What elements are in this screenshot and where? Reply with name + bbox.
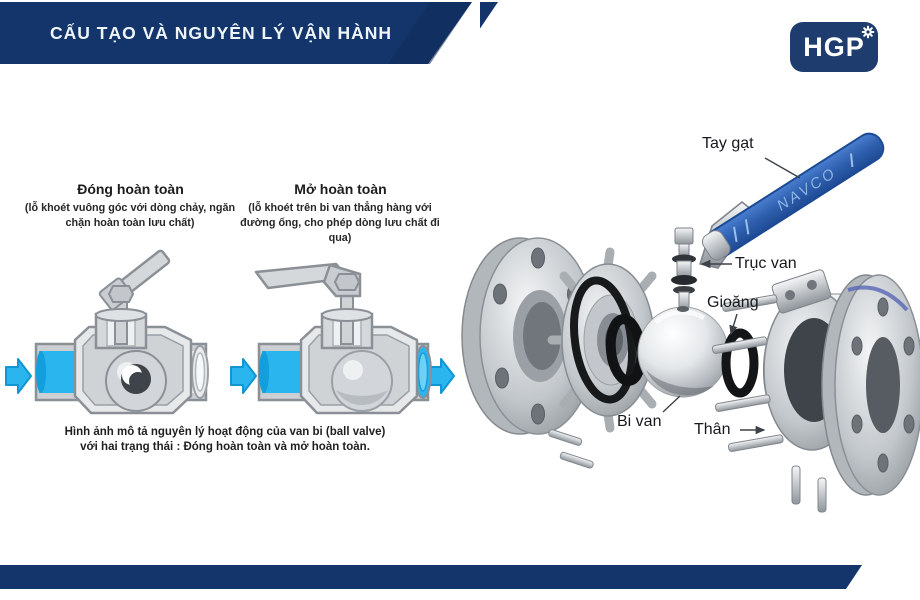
flange-blue-accent — [847, 285, 909, 312]
leader-lines — [662, 157, 801, 435]
label-stem: Trục van — [735, 255, 797, 272]
logo-text: HGP — [803, 31, 865, 62]
exploded-valve-illustration: NAVCO — [461, 132, 920, 513]
right-seat-ring — [721, 328, 759, 398]
diagram-caption: Hình ảnh mô tả nguyên lý hoạt động của v… — [48, 425, 402, 455]
valve-handle-open — [254, 262, 362, 298]
valve-open-diagram — [230, 262, 455, 415]
label-gasket: Gioăng — [707, 294, 759, 311]
left-flange — [461, 237, 597, 435]
footer-bar — [0, 565, 862, 589]
bonnet — [320, 287, 374, 350]
body-studs — [711, 294, 784, 452]
large-gasket-ring — [570, 276, 636, 404]
right-flange — [821, 274, 920, 496]
open-state-title: Mở hoàn toàn — [294, 181, 387, 197]
diagram-caption-line2: với hai trạng thái : Đóng hoàn toàn và m… — [80, 441, 370, 454]
handle-nut — [107, 285, 135, 303]
diagram-caption-line1: Hình ảnh mô tả nguyên lý hoạt động của v… — [64, 426, 386, 438]
gear-icon — [861, 25, 875, 39]
flow-arrow-icon — [428, 358, 455, 394]
hgp-logo: HGP — [790, 22, 878, 72]
inlet-pipe — [34, 342, 82, 402]
inlet-pipe — [257, 342, 307, 402]
label-handle: Tay gạt — [702, 135, 754, 152]
closed-state-subtitle: (lỗ khoét vuông góc với dòng chảy, ngăn … — [24, 202, 236, 229]
valve-ball — [637, 306, 729, 398]
valve-handle-closed — [98, 249, 171, 311]
page-title: CẤU TẠO VÀ NGUYÊN LÝ VẬN HÀNH — [50, 23, 393, 43]
header-banner — [0, 2, 472, 64]
open-state-subtitle: (lỗ khoét trên bi van thẳng hàng với đườ… — [240, 202, 440, 244]
closed-state-title: Đóng hoàn toàn — [77, 181, 184, 197]
valve-closed-diagram — [5, 249, 209, 415]
label-body: Thân — [694, 421, 731, 438]
ball-closed — [105, 350, 167, 412]
ball-open — [331, 350, 393, 412]
label-ball: Bi van — [617, 413, 662, 430]
flow-arrow-icon — [5, 358, 32, 394]
flow-arrow-icon — [230, 358, 257, 394]
